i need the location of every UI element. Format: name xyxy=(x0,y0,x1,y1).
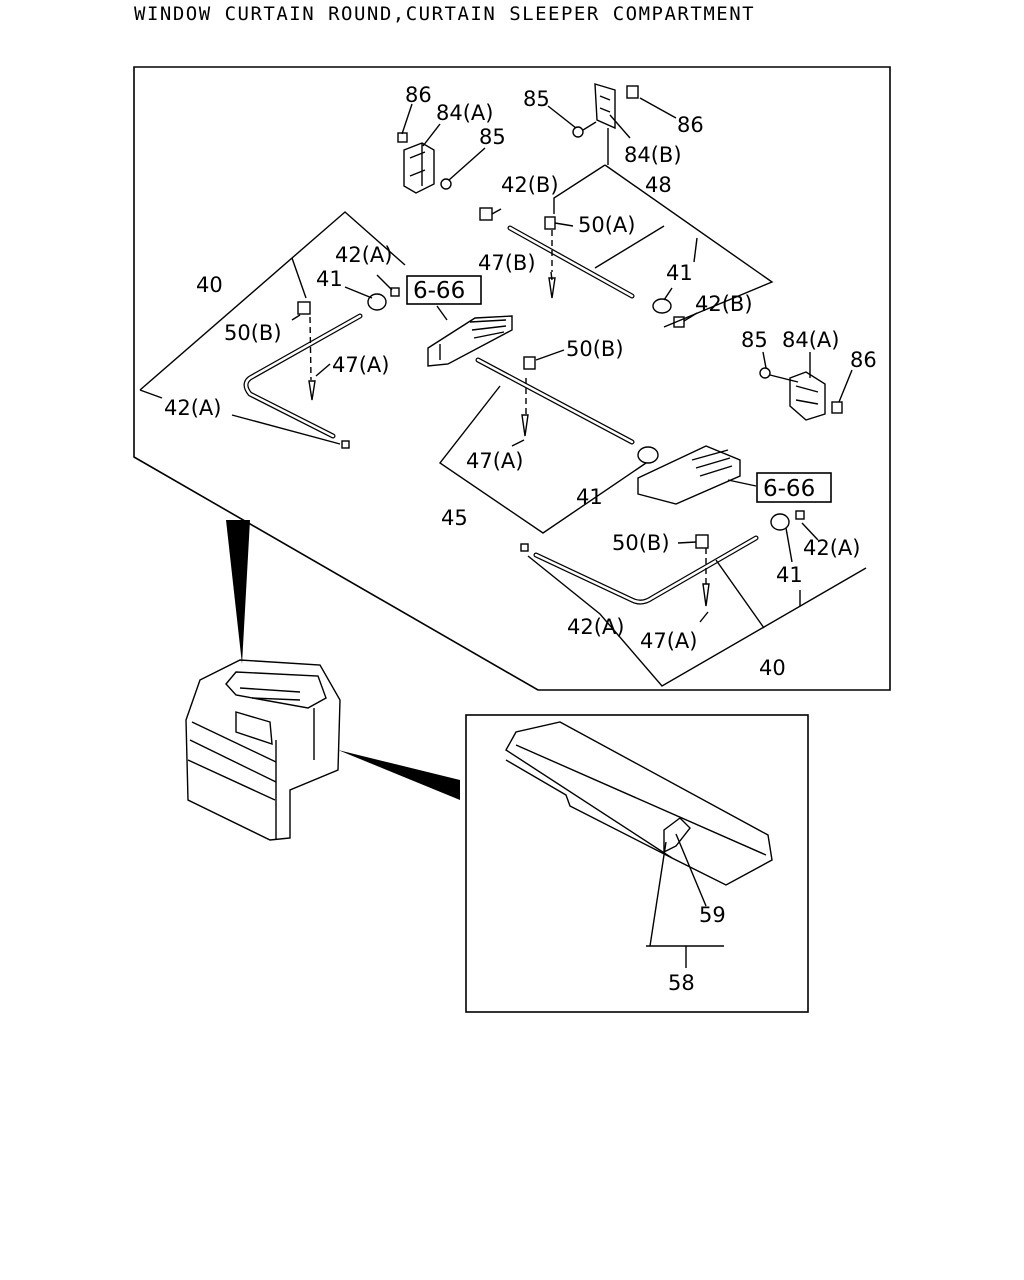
label-42b-right: 42(B) xyxy=(695,292,753,316)
label-85-top-center: 85 xyxy=(523,87,550,111)
label-41-upper: 41 xyxy=(666,261,693,285)
rail-40-right xyxy=(520,510,805,607)
sleeper-curtain-part xyxy=(505,721,773,886)
label-84b: 84(B) xyxy=(624,143,682,167)
label-50b-center: 50(B) xyxy=(566,337,624,361)
label-85-right: 85 xyxy=(741,328,768,352)
rail-45 xyxy=(475,356,659,464)
label-47b: 47(B) xyxy=(478,251,536,275)
label-41-right: 41 xyxy=(776,563,803,587)
label-48: 48 xyxy=(645,173,672,197)
bracket-84a-top xyxy=(397,132,452,194)
label-41-left: 41 xyxy=(316,267,343,291)
bracket-84b xyxy=(572,83,639,138)
label-50a: 50(A) xyxy=(578,213,635,237)
label-84a-top: 84(A) xyxy=(436,101,493,125)
bracket-84a-right xyxy=(759,367,843,421)
ref-6-66-center[interactable]: 6-66 xyxy=(413,278,465,304)
ref-box-6-66-center[interactable] xyxy=(406,275,482,305)
label-50b-left: 50(B) xyxy=(224,321,282,345)
label-42a-right: 42(A) xyxy=(803,536,860,560)
label-42a-left-bottom: 42(A) xyxy=(164,396,221,420)
label-41-center: 41 xyxy=(576,485,603,509)
main-frame xyxy=(133,66,891,691)
detail-frame xyxy=(465,714,809,1013)
truck-cab-illustration xyxy=(185,659,341,841)
label-86-top-right: 86 xyxy=(677,113,704,137)
label-40-right: 40 xyxy=(759,656,786,680)
pointer-wedge-top xyxy=(226,520,250,664)
label-47a-center: 47(A) xyxy=(466,449,523,473)
rail-40-left xyxy=(243,287,400,449)
label-42b-upper: 42(B) xyxy=(501,173,559,197)
label-58: 58 xyxy=(668,971,695,995)
label-47a-left: 47(A) xyxy=(332,353,389,377)
label-85-top-left: 85 xyxy=(479,125,506,149)
label-84a-right: 84(A) xyxy=(782,328,839,352)
pointer-wedge-right xyxy=(338,750,460,800)
label-50b-right: 50(B) xyxy=(612,531,670,555)
label-86-top-left: 86 xyxy=(405,83,432,107)
label-59: 59 xyxy=(699,903,726,927)
panel-6-66-right xyxy=(637,445,741,505)
panel-6-66-center xyxy=(427,315,513,367)
ref-6-66-right[interactable]: 6-66 xyxy=(763,476,815,502)
label-42a-left-top: 42(A) xyxy=(335,243,392,267)
label-45: 45 xyxy=(441,506,468,530)
rail-48 xyxy=(479,207,685,328)
page-title: WINDOW CURTAIN ROUND,CURTAIN SLEEPER COM… xyxy=(134,3,756,25)
label-86-right: 86 xyxy=(850,348,877,372)
label-42a-bottom: 42(A) xyxy=(567,615,624,639)
label-40-left: 40 xyxy=(196,273,223,297)
label-47a-right: 47(A) xyxy=(640,629,697,653)
ref-box-6-66-right[interactable] xyxy=(756,472,832,503)
